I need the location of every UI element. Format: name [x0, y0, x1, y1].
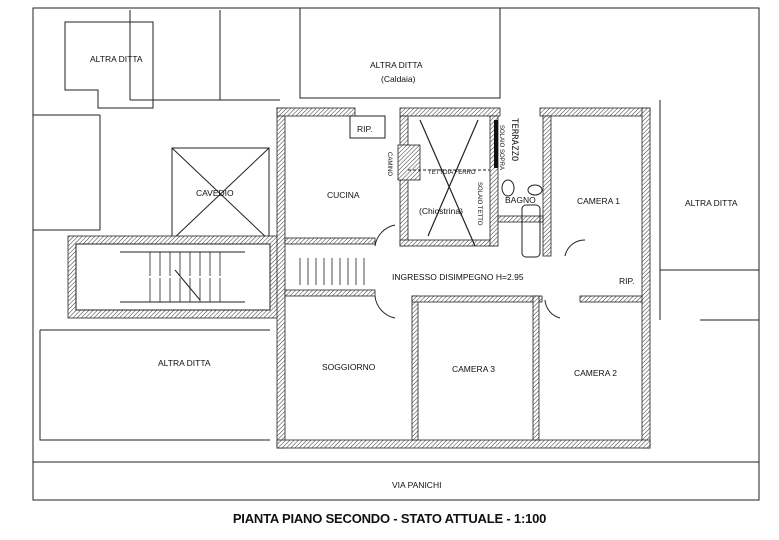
chiostrina-cross [408, 119, 498, 247]
room-label-ingresso: INGRESSO DISIMPEGNO H=2.95 [392, 272, 524, 282]
plan-border [32, 7, 760, 501]
stairwell [67, 235, 365, 319]
room-label-camera-2: CAMERA 2 [574, 368, 617, 378]
room-label-camera-1: CAMERA 1 [577, 196, 620, 206]
neighbor-walls [33, 8, 759, 441]
room-label-cavedio: CAVEDIO [196, 188, 234, 198]
room-label-altra-ditta-left: ALTRA DITTA [158, 358, 211, 368]
label-solaio-tetto: SOLAIO TETTO [476, 182, 482, 226]
plan-title: PIANTA PIANO SECONDO - STATO ATTUALE - 1… [232, 511, 547, 526]
room-label-camera-3: CAMERA 3 [452, 364, 495, 374]
room-label-cucina: CUCINA [327, 190, 360, 200]
room-label-altra-ditta-top: ALTRA DITTA [370, 60, 423, 70]
room-label-altra-ditta-top-left: ALTRA DITTA [90, 54, 143, 64]
label-camino: CAMINO [386, 152, 392, 176]
street-label: VIA PANICHI [392, 480, 441, 490]
room-label-caldaia: (Caldaia) [381, 74, 416, 84]
room-label-terrazzo: TERRAZZO [509, 118, 519, 161]
apartment-walls [276, 107, 651, 449]
room-label-bagno: BAGNO [505, 195, 536, 205]
room-label-rip-right: RIP. [619, 276, 634, 286]
room-label-soggiorno: SOGGIORNO [322, 362, 376, 372]
label-chiostrina: (Chiostrina) [419, 206, 463, 216]
label-solaio-sopra: SOLAIO SOPRA [498, 125, 504, 170]
room-label-altra-ditta-right: ALTRA DITTA [685, 198, 738, 208]
room-label-rip-top: RIP. [357, 124, 372, 134]
door-arcs [374, 224, 586, 319]
bathroom-fixtures [501, 179, 543, 258]
label-tettoia-ferro: TETTOIA FERRO [428, 170, 476, 176]
